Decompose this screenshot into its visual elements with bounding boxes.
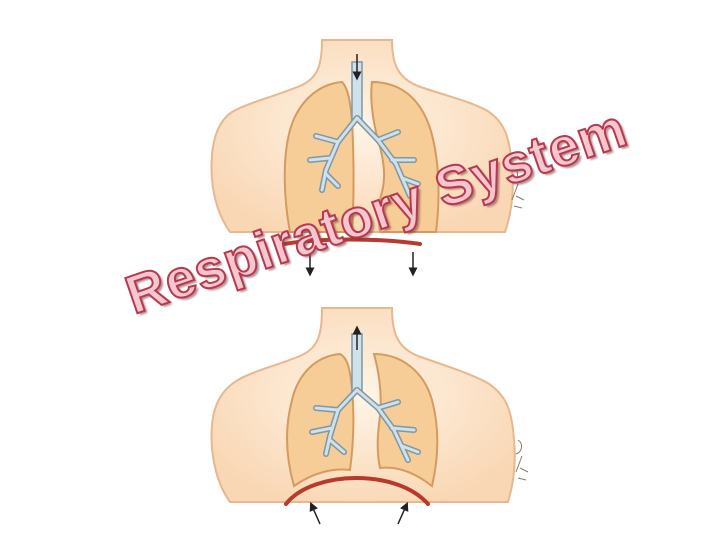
diaphragm-domed <box>284 475 430 506</box>
torso-outline <box>210 307 516 503</box>
artist-signature <box>511 167 525 209</box>
inhale-figure <box>210 39 525 277</box>
arrow-up-icon <box>397 501 409 525</box>
arrow-up-icon <box>309 501 321 525</box>
exhale-figure <box>210 307 529 525</box>
right-lung <box>372 352 439 488</box>
artist-signature <box>515 439 529 481</box>
diaphragm-flat <box>282 237 422 246</box>
